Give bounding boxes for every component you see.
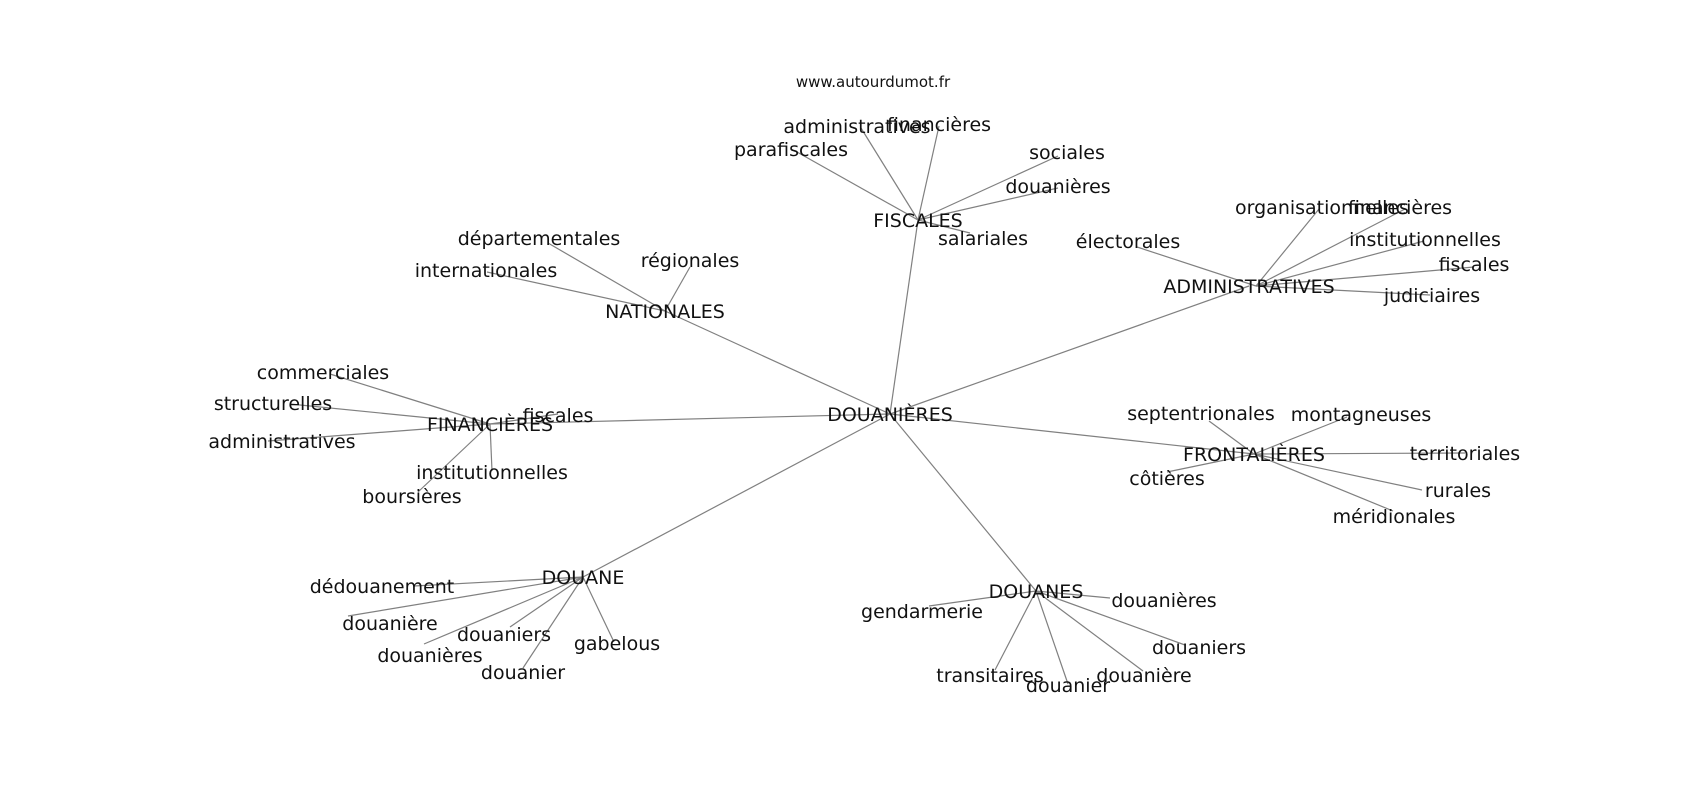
leaf-node-fiscales-parafiscales: parafiscales xyxy=(734,139,848,161)
leaf-node-financieres-fiscales: fiscales xyxy=(523,405,594,427)
edge-fiscales-to-douanieres xyxy=(917,187,1059,221)
edge-douane-to-gabelous xyxy=(582,576,615,643)
hub-node-douane: DOUANE xyxy=(542,567,625,589)
edge-douanes-to-gendarmerie xyxy=(928,590,1037,607)
edge-douanes-to-douaniers xyxy=(1035,590,1186,646)
edge-douanes-to-douanieres xyxy=(1035,590,1111,599)
edge-administratives-to-electorales xyxy=(1136,246,1257,287)
edge-douane-to-dedouanement xyxy=(413,576,584,587)
center-node-label: DOUANIÈRES xyxy=(827,403,953,426)
edge-douane-to-douaniere xyxy=(347,576,584,617)
leaf-node-fiscales-sociales: sociales xyxy=(1029,142,1105,164)
leaf-node-douane-douanieres: douanières xyxy=(377,645,482,667)
leaf-node-douanes-douaniers: douaniers xyxy=(1152,637,1246,659)
edge-douanes-to-transitaires xyxy=(994,590,1037,671)
leaf-node-financieres-boursieres: boursières xyxy=(362,486,461,508)
hub-node-nationales: NATIONALES xyxy=(605,301,725,323)
hub-node-frontalieres: FRONTALIÈRES xyxy=(1183,443,1325,466)
edge-frontalieres-to-rurales xyxy=(1253,453,1423,491)
graph-labels: www.autourdumot.fr DOUANIÈRES FISCALES adm… xyxy=(208,73,1520,697)
leaf-node-frontalieres-territoriales: territoriales xyxy=(1410,443,1520,465)
leaf-node-douanes-gendarmerie: gendarmerie xyxy=(861,601,983,623)
hub-node-administratives: ADMINISTRATIVES xyxy=(1163,276,1334,298)
edge-financieres-to-structurelles xyxy=(289,403,491,425)
hub-node-financieres: FINANCIÈRES xyxy=(427,413,553,436)
leaf-node-douane-douanier: douanier xyxy=(481,662,565,684)
edge-fiscales-to-financieres xyxy=(917,125,940,221)
hub-node-douanes: DOUANES xyxy=(989,581,1084,603)
edge-frontalieres-to-cotieres xyxy=(1166,453,1255,473)
edge-nationales-to-departementales xyxy=(547,242,666,312)
leaf-node-fiscales-salariales: salariales xyxy=(938,228,1028,250)
leaf-node-frontalieres-rurales: rurales xyxy=(1425,480,1491,502)
edge-administratives-to-organisationnelles xyxy=(1255,208,1320,287)
edge-administratives-to-fiscales xyxy=(1255,266,1475,287)
edge-fiscales-to-administratives xyxy=(860,127,919,221)
edge-financieres-to-administratives xyxy=(267,423,491,442)
edge-frontalieres-to-montagneuses xyxy=(1253,416,1348,455)
leaf-node-fiscales-financieres: financières xyxy=(887,114,991,136)
edge-center-to-frontalieres xyxy=(889,413,1255,455)
leaf-node-douanes-douanier: douanier xyxy=(1026,675,1110,697)
leaf-node-financieres-administratives: administratives xyxy=(208,431,355,453)
hub-node-fiscales: FISCALES xyxy=(873,210,963,232)
leaf-node-financieres-institutionnelles: institutionnelles xyxy=(416,462,568,484)
leaf-node-financieres-structurelles: structurelles xyxy=(214,393,332,415)
leaf-node-douanes-douaniere: douanière xyxy=(1096,665,1191,687)
edge-douanes-to-douaniere xyxy=(1035,590,1144,672)
edge-center-to-administratives xyxy=(889,285,1250,415)
edge-center-to-financieres xyxy=(489,413,891,425)
leaf-node-douanes-douanieres: douanières xyxy=(1111,590,1216,612)
leaf-node-administratives-fiscales: fiscales xyxy=(1439,254,1510,276)
edge-administratives-to-institutionnelles xyxy=(1255,240,1425,287)
edge-frontalieres-to-territoriales xyxy=(1253,452,1466,455)
edge-fiscales-to-salariales xyxy=(917,219,971,234)
edge-center-to-douanes xyxy=(889,413,1037,592)
leaf-node-frontalieres-montagneuses: montagneuses xyxy=(1291,404,1432,426)
graph-edges xyxy=(267,125,1475,685)
edge-fiscales-to-sociales xyxy=(917,155,1059,221)
edge-frontalieres-to-meridionales xyxy=(1253,453,1394,512)
leaf-node-douane-douaniere: douanière xyxy=(342,613,437,635)
edge-center-to-fiscales xyxy=(889,219,919,415)
edge-douane-to-douaniers xyxy=(509,576,584,628)
leaf-node-administratives-financieres: financières xyxy=(1348,197,1452,219)
leaf-node-douane-gabelous: gabelous xyxy=(574,633,660,655)
edge-center-to-nationales xyxy=(664,310,891,415)
leaf-node-fiscales-douanieres: douanières xyxy=(1005,176,1110,198)
edge-financieres-to-commerciales xyxy=(329,373,491,425)
leaf-node-nationales-regionales: régionales xyxy=(641,250,740,272)
edge-nationales-to-regionales xyxy=(664,266,691,312)
leaf-node-administratives-judiciaires: judiciaires xyxy=(1383,285,1480,307)
edge-administratives-to-financieres xyxy=(1255,208,1406,287)
leaf-node-nationales-internationales: internationales xyxy=(415,260,558,282)
leaf-node-nationales-departementales: départementales xyxy=(458,228,621,250)
edge-douane-to-douanieres xyxy=(423,576,584,645)
leaf-node-frontalieres-meridionales: méridionales xyxy=(1333,506,1456,528)
leaf-node-frontalieres-cotieres: côtières xyxy=(1129,468,1204,490)
edge-financieres-to-institutionnelles xyxy=(489,423,493,472)
edge-nationales-to-internationales xyxy=(486,271,666,312)
leaf-node-douane-dedouanement: dédouanement xyxy=(310,576,455,598)
edge-douane-to-douanier xyxy=(522,576,584,669)
edge-financieres-to-boursieres xyxy=(417,423,491,493)
leaf-node-administratives-electorales: électorales xyxy=(1076,231,1181,253)
edge-administratives-to-judiciaires xyxy=(1255,285,1431,296)
edge-fiscales-to-parafiscales xyxy=(796,151,919,221)
source-url: www.autourdumot.fr xyxy=(796,73,951,91)
leaf-node-douanes-transitaires: transitaires xyxy=(936,665,1043,687)
leaf-node-financieres-commerciales: commerciales xyxy=(257,362,389,384)
edge-douanes-to-douanier xyxy=(1035,590,1069,685)
edge-center-to-douane xyxy=(582,413,891,578)
leaf-node-douane-douaniers: douaniers xyxy=(457,624,551,646)
leaf-node-administratives-organisationnelles: organisationnelles xyxy=(1235,197,1409,219)
leaf-node-frontalieres-septentrionales: septentrionales xyxy=(1127,403,1275,425)
leaf-node-administratives-institutionnelles: institutionnelles xyxy=(1349,229,1501,251)
edge-frontalieres-to-septentrionales xyxy=(1208,420,1255,455)
leaf-node-fiscales-administratives: administratives xyxy=(783,116,930,138)
edge-financieres-to-fiscales xyxy=(489,413,559,425)
